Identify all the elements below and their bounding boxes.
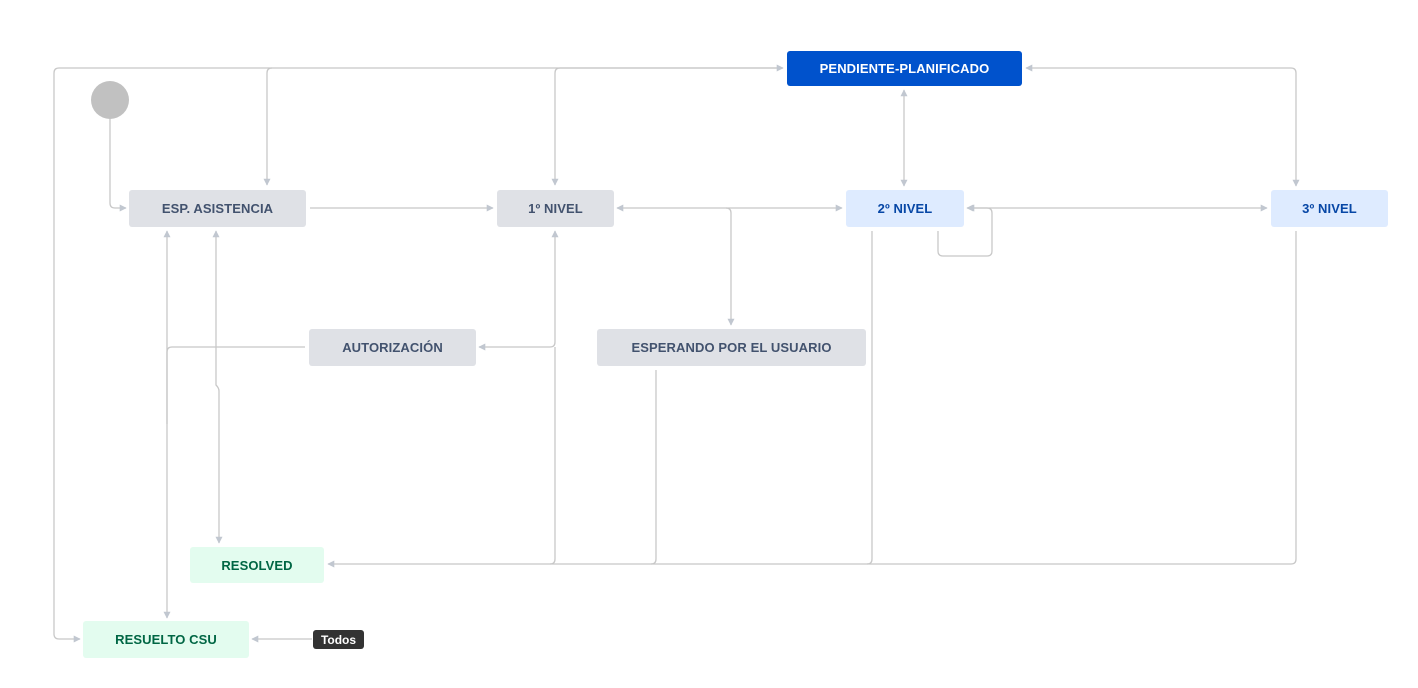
status-pendiente-planificado[interactable]: PENDIENTE-PLANIFICADO	[787, 51, 1022, 86]
edge-nivel1-pendiente	[551, 64, 784, 186]
edge-autorizacion-to-esp-asistencia	[166, 346, 305, 424]
edge-bus-to-esp-asistencia	[263, 67, 273, 186]
edge-pendiente-nivel3	[1025, 64, 1300, 187]
edge-nivel2-to-resolved	[866, 231, 873, 565]
status-resolved[interactable]: RESOLVED	[190, 547, 324, 583]
start-node[interactable]	[91, 81, 129, 119]
edge-start-to-esp-asistencia	[109, 119, 127, 212]
status-1-nivel[interactable]: 1º NIVEL	[497, 190, 614, 227]
edge-nivel2-self	[937, 204, 993, 257]
status-esperando-por-el-usuario[interactable]: ESPERANDO POR EL USUARIO	[597, 329, 866, 366]
edge-esperando-to-resolved	[650, 370, 657, 565]
edge-nivel1-to-autorizacion	[478, 230, 559, 351]
edge-nivel1-to-resolved	[549, 347, 556, 565]
status-2-nivel[interactable]: 2º NIVEL	[846, 190, 964, 227]
edge-top-loop-to-resuelto-csu	[53, 67, 780, 643]
status-autorizacion[interactable]: AUTORIZACIÓN	[309, 329, 476, 366]
edge-to-esperando	[725, 207, 735, 326]
edge-esp-asistencia-resolved	[212, 230, 223, 544]
global-transition-badge[interactable]: Todos	[313, 630, 364, 649]
edge-bus-to-resolved	[327, 231, 1297, 568]
status-esp-asistencia[interactable]: ESP. ASISTENCIA	[129, 190, 306, 227]
status-3-nivel[interactable]: 3º NIVEL	[1271, 190, 1388, 227]
status-resuelto-csu[interactable]: RESUELTO CSU	[83, 621, 249, 658]
